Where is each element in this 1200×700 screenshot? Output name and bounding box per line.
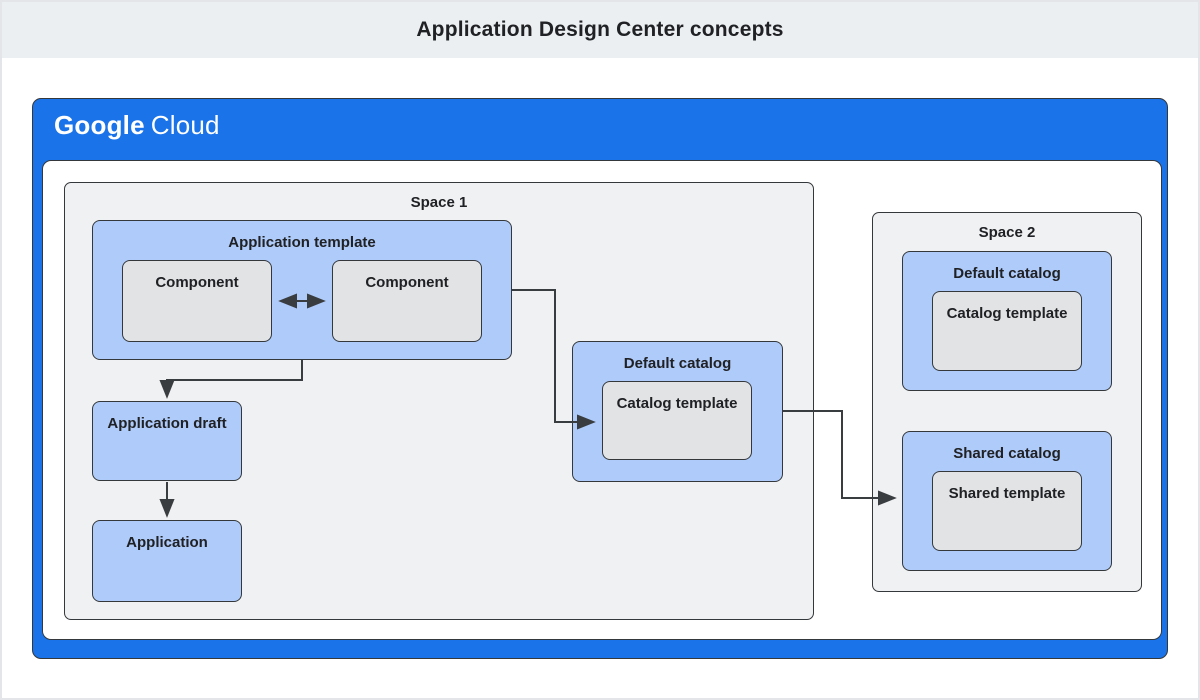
space2-label: Space 2 — [978, 224, 1036, 241]
space2-catalog-template-label: Catalog template — [946, 305, 1068, 322]
component-right-label: Component — [365, 274, 449, 291]
application-draft-label: Application draft — [107, 415, 227, 432]
space1-catalog-template-box: Catalog template — [602, 381, 752, 460]
component-left-box: Component — [122, 260, 272, 342]
component-right-box: Component — [332, 260, 482, 342]
shared-catalog-label: Shared catalog — [953, 445, 1061, 462]
logo-cloud-text: Cloud — [150, 110, 220, 140]
space2-catalog-template-box: Catalog template — [932, 291, 1082, 371]
application-template-label: Application template — [228, 234, 376, 251]
application-box: Application — [92, 520, 242, 602]
space2-default-catalog-label: Default catalog — [953, 265, 1061, 282]
application-draft-box: Application draft — [92, 401, 242, 481]
page-title: Application Design Center concepts — [416, 18, 784, 41]
space1-default-catalog-label: Default catalog — [623, 355, 732, 372]
shared-template-box: Shared template — [932, 471, 1082, 551]
component-left-label: Component — [155, 274, 239, 291]
logo-google-text: Google — [54, 110, 145, 140]
application-label: Application — [126, 534, 208, 551]
shared-template-label: Shared template — [948, 485, 1066, 502]
space1-catalog-template-label: Catalog template — [616, 395, 738, 412]
title-banner: Application Design Center concepts — [2, 2, 1198, 58]
space1-label: Space 1 — [410, 194, 468, 211]
